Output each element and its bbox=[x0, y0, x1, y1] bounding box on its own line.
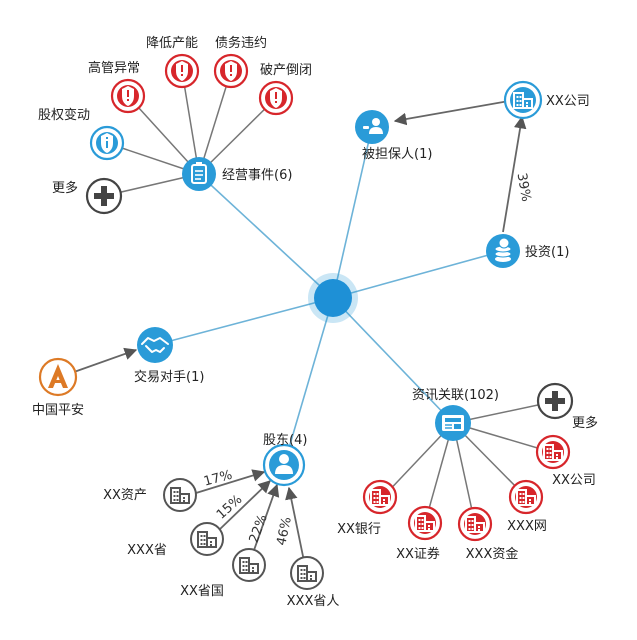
investment-hub-label: 投资(1) bbox=[525, 244, 569, 260]
plus-icon bbox=[94, 186, 114, 206]
link-holder2 bbox=[218, 480, 271, 531]
shareholder-node[interactable]: XXX省 bbox=[127, 522, 224, 558]
center-node[interactable] bbox=[308, 273, 358, 323]
shareholder-label: XX省国 bbox=[180, 584, 224, 599]
news-item-node[interactable]: XX银行 bbox=[337, 479, 398, 537]
counterparty-hub[interactable]: 交易对手(1) bbox=[134, 327, 204, 385]
shareholder-label: XX资产 bbox=[103, 488, 147, 503]
shareholder-label: XXX省人 bbox=[287, 594, 340, 609]
pingan-logo-icon bbox=[48, 364, 68, 388]
guarantor-hub-label: 被担保人(1) bbox=[362, 147, 432, 162]
holder4-percent: 46% bbox=[274, 516, 295, 547]
news-hub-label: 资讯关联(102) bbox=[412, 388, 499, 403]
news-more-button[interactable]: 更多 bbox=[536, 382, 598, 431]
event-item-exec-anomaly[interactable]: 高管异常 bbox=[88, 60, 146, 114]
shareholder-node[interactable]: XX资产 bbox=[103, 478, 197, 512]
event-item-label: 降低产能 bbox=[146, 36, 198, 51]
shareholders-hub-label: 股东(4) bbox=[263, 433, 307, 448]
shield-alert-icon bbox=[122, 86, 134, 106]
pingan-label: 中国平安 bbox=[32, 403, 84, 418]
link-holder4 bbox=[285, 486, 306, 567]
counterparty-source-pingan[interactable]: 中国平安 bbox=[32, 357, 84, 418]
event-item-label: 破产倒闭 bbox=[260, 63, 312, 78]
plus-icon bbox=[545, 391, 565, 411]
shield-alert-icon bbox=[176, 61, 188, 81]
user-icon bbox=[275, 454, 293, 474]
link-company-to-guarantor bbox=[393, 100, 510, 126]
event-item-label: 高管异常 bbox=[88, 60, 140, 76]
news-item-node[interactable]: XXX网 bbox=[507, 479, 547, 534]
news-item-node[interactable]: XX证券 bbox=[396, 505, 443, 562]
events-more-button[interactable]: 更多 bbox=[52, 177, 123, 215]
shield-alert-icon bbox=[270, 88, 282, 108]
clipboard-icon bbox=[191, 162, 207, 184]
newspaper-icon bbox=[442, 415, 464, 431]
link-holder1 bbox=[195, 469, 266, 494]
guarantor-hub[interactable]: 被担保人(1) bbox=[355, 110, 432, 162]
shareholder-node[interactable]: XX省国 bbox=[180, 548, 266, 599]
event-item-bankruptcy[interactable]: 破产倒闭 bbox=[258, 63, 312, 116]
event-item-equity-change[interactable]: 股权变动 bbox=[38, 107, 125, 161]
shield-alert-icon bbox=[225, 61, 237, 81]
news-hub[interactable]: 资讯关联(102) bbox=[412, 388, 499, 441]
investment-target-label: XX公司 bbox=[546, 94, 590, 109]
link-shareholders bbox=[283, 297, 334, 466]
link-events bbox=[198, 173, 334, 299]
link-counterparty bbox=[154, 297, 334, 346]
news-item-label: XX银行 bbox=[337, 522, 381, 537]
investment-percent: 39% bbox=[514, 172, 534, 203]
handshake-icon bbox=[141, 337, 169, 353]
events-hub[interactable]: 经营事件(6) bbox=[182, 157, 292, 191]
event-item-label: 债务违约 bbox=[215, 35, 267, 51]
shareholders-hub[interactable]: 股东(4) bbox=[262, 433, 307, 487]
event-item-debt-default[interactable]: 债务违约 bbox=[213, 35, 267, 89]
link-pingan-to-counterparty bbox=[73, 347, 138, 373]
event-item-reduce-capacity[interactable]: 降低产能 bbox=[146, 36, 200, 89]
shareholder-node[interactable]: XXX省人 bbox=[287, 556, 340, 609]
link-guarantor bbox=[332, 126, 373, 299]
center-links bbox=[154, 126, 504, 466]
news-item-label: XX证券 bbox=[396, 546, 440, 562]
directed-links bbox=[73, 100, 527, 567]
holder2-percent: 15% bbox=[214, 492, 246, 522]
link-news bbox=[332, 297, 454, 424]
shield-info-icon bbox=[101, 133, 113, 153]
link-investment bbox=[332, 250, 504, 299]
shareholder-label: XXX省 bbox=[127, 543, 167, 558]
news-item-label: XXX网 bbox=[507, 519, 547, 534]
news-item-label: XXX资金 bbox=[466, 546, 519, 562]
link-investment-to-company bbox=[502, 115, 527, 233]
news-item-label: XX公司 bbox=[552, 473, 596, 488]
investment-target-company[interactable]: XX公司 bbox=[503, 80, 590, 120]
events-hub-label: 经营事件(6) bbox=[222, 168, 292, 183]
investment-hub[interactable]: 投资(1) bbox=[486, 234, 569, 268]
coins-icon bbox=[494, 237, 512, 262]
counterparty-hub-label: 交易对手(1) bbox=[134, 369, 204, 385]
news-item-node[interactable]: XXX资金 bbox=[457, 506, 519, 562]
news-more-label: 更多 bbox=[572, 415, 598, 431]
holder1-percent: 17% bbox=[202, 468, 234, 490]
event-item-label: 股权变动 bbox=[38, 107, 90, 123]
link-holder3 bbox=[252, 483, 280, 554]
news-item-node[interactable]: XX公司 bbox=[535, 434, 596, 488]
person-handshake-icon bbox=[363, 118, 383, 134]
events-more-label: 更多 bbox=[52, 180, 78, 196]
holder3-percent: 22% bbox=[247, 513, 271, 545]
